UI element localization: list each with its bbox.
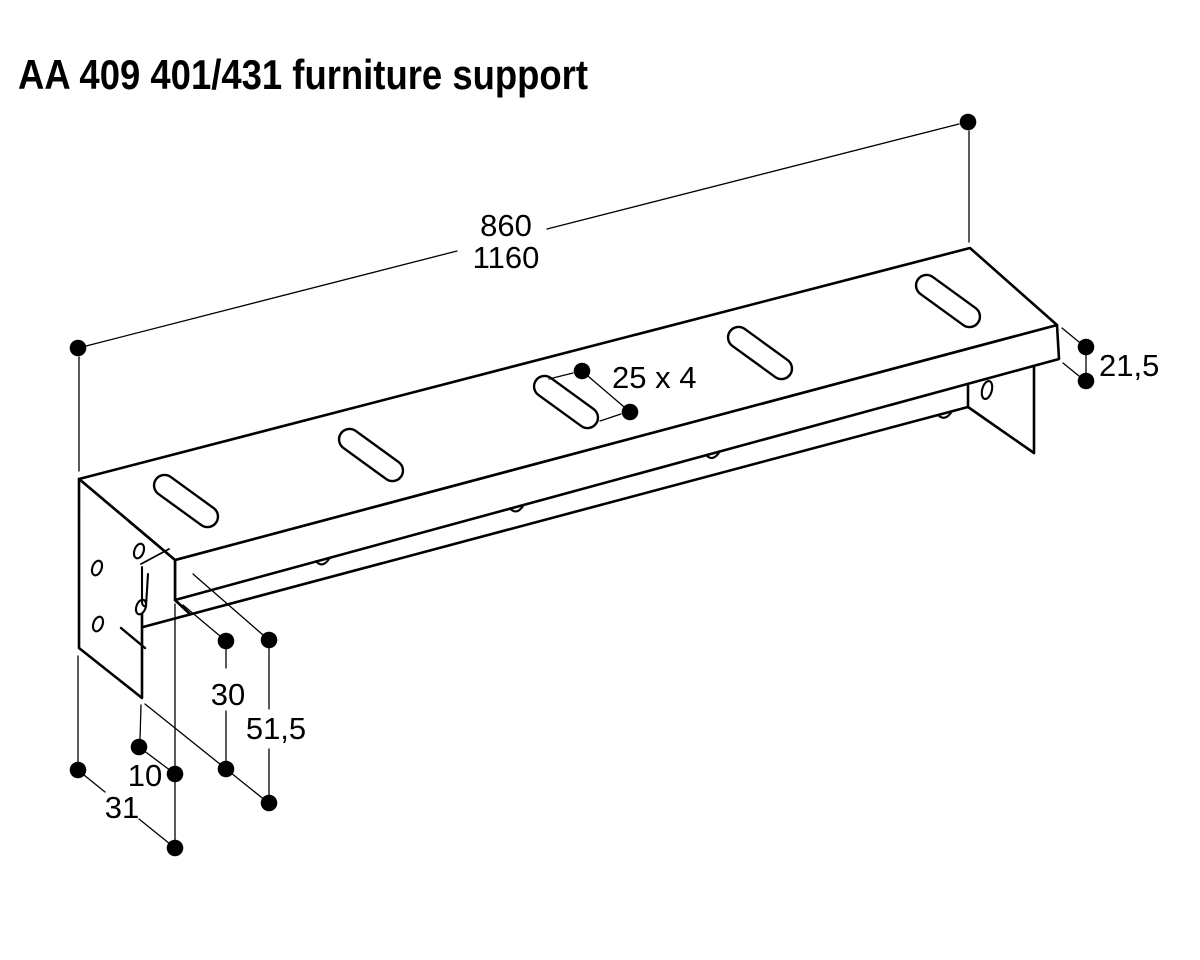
plate-outline <box>77 477 177 700</box>
dim-point <box>573 362 591 380</box>
dim-drop-30: 30 <box>182 604 245 778</box>
dim-label-30: 30 <box>211 677 245 712</box>
dim-point <box>69 339 87 357</box>
mounting-slot-1 <box>152 473 220 529</box>
back-wall-bottom-edge <box>141 405 970 629</box>
dim-point <box>260 631 278 649</box>
mounting-slot-3 <box>532 374 600 430</box>
back-wall-hole-bump-3 <box>704 450 722 460</box>
dim-extension-line <box>1062 362 1080 377</box>
lip-left-edge <box>173 598 192 616</box>
mounting-slots <box>152 273 982 529</box>
dim-line <box>138 818 171 845</box>
dim-label-860: 860 <box>480 208 532 243</box>
dim-baseline <box>144 703 272 806</box>
gusset-hole <box>980 379 994 401</box>
dim-point <box>217 632 235 650</box>
dim-extension-line <box>182 604 221 637</box>
plate-hole-4 <box>134 598 148 616</box>
dim-label-1160: 1160 <box>473 240 540 275</box>
dim-point <box>959 113 977 131</box>
dim-foot-offset: 10 <box>128 704 184 793</box>
dim-point <box>1077 372 1095 390</box>
dim-extension-line <box>192 573 264 636</box>
bend-relief-slit <box>140 565 150 608</box>
dimension-annotations: 860 1160 25 x 4 21,5 <box>69 113 1159 857</box>
dim-foot-depth: 31 <box>69 603 184 857</box>
dim-extension-line <box>548 372 574 380</box>
dim-overall-length: 860 1160 <box>69 113 977 472</box>
dim-extension-line <box>1061 327 1080 343</box>
plate-fold-edge <box>140 548 170 565</box>
dim-drop-51-5: 51,5 <box>192 573 306 812</box>
dim-point <box>1077 338 1095 356</box>
right-end-gusset <box>966 363 1036 455</box>
dim-label-10: 10 <box>128 758 162 793</box>
plate-hole-3 <box>132 542 146 560</box>
plate-hole-1 <box>90 559 104 577</box>
plate-hole-2 <box>91 615 105 633</box>
page-title: AA 409 401/431 furniture support <box>18 51 588 98</box>
dim-point <box>621 403 639 421</box>
back-wall-hole-bump-1 <box>314 556 332 566</box>
dim-line <box>546 123 960 230</box>
mounting-slot-4 <box>726 325 794 381</box>
dim-label-51-5: 51,5 <box>246 711 306 746</box>
dim-point <box>130 738 148 756</box>
dim-point <box>166 839 184 857</box>
mounting-slot-5 <box>914 273 982 329</box>
dim-point <box>69 761 87 779</box>
dim-label-21-5: 21,5 <box>1099 348 1159 383</box>
dim-line <box>83 774 106 793</box>
dim-extension-line <box>139 704 142 741</box>
dim-line <box>581 370 631 413</box>
foot-crease-edge <box>119 626 147 650</box>
dim-line <box>85 250 458 347</box>
mounting-slot-2 <box>337 427 405 483</box>
dim-extension-line <box>599 413 622 422</box>
left-end-plate <box>77 477 177 700</box>
back-wall-hole-bump-4 <box>936 410 954 419</box>
plate-fill <box>79 479 175 698</box>
dim-slot-size: 25 x 4 <box>548 360 696 422</box>
dim-rail-height: 21,5 <box>1061 327 1159 390</box>
bracket-body <box>77 246 1061 700</box>
dim-label-31: 31 <box>105 790 139 825</box>
back-wall-hole-bump-2 <box>508 503 526 513</box>
dim-label-25x4: 25 x 4 <box>612 360 696 395</box>
